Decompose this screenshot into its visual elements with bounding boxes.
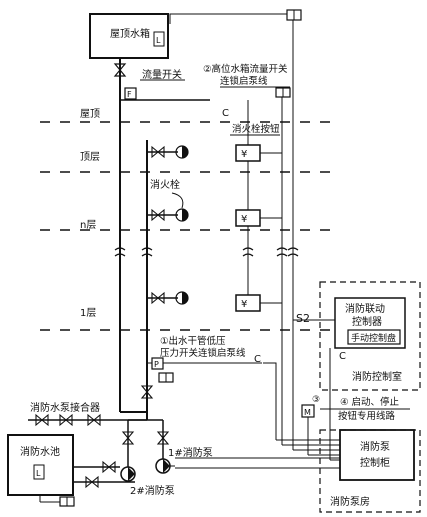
svg-text:¥: ¥ <box>241 299 247 310</box>
note2-line1: ②高位水箱流量开关 <box>203 63 288 75</box>
main-riser-pipes <box>119 58 210 420</box>
note-2: ②高位水箱流量开关 连锁启泵线 C <box>203 63 291 119</box>
m-symbol: M <box>304 408 311 417</box>
hydrant-box-top: ¥ <box>235 144 261 162</box>
note1-line2: 压力开关连锁启泵线 <box>160 347 246 359</box>
note-1: ①出水干管低压 压力开关连锁启泵线 P C <box>147 335 277 430</box>
tank-level-symbol: L <box>156 36 161 45</box>
pump-assembly: 1#消防泵 2#消防泵 <box>73 419 213 497</box>
flow-switch-symbol: F <box>127 90 132 99</box>
hydrant-box-1: ¥ <box>235 294 261 312</box>
flow-switch-label: 流量开关 <box>142 68 182 81</box>
note2-line2: 连锁启泵线 <box>220 75 268 87</box>
flow-switch: F 流量开关 <box>124 68 185 100</box>
linkage-controller-line1: 消防联动 <box>345 302 385 315</box>
roof-label: 屋顶 <box>80 108 100 120</box>
s2-label: S2 <box>296 312 310 325</box>
tank-outlet-valve <box>113 63 127 77</box>
pump1-label: 1#消防泵 <box>168 446 213 459</box>
svg-text:¥: ¥ <box>241 149 247 160</box>
hydrant-1 <box>147 291 189 305</box>
pump-cabinet-line2: 控制柜 <box>360 456 390 469</box>
n-floor-label: n层 <box>80 219 96 231</box>
control-room-label: 消防控制室 <box>352 370 402 383</box>
button-line-label: 按钮专用线路 <box>338 410 396 422</box>
hydrant-label: 消火栓 <box>150 178 180 191</box>
fire-pool: 消防水池 L <box>7 434 75 507</box>
top-floor-label: 顶层 <box>80 151 100 163</box>
cabinet-lines <box>175 430 340 469</box>
pump-cabinet-line1: 消防泵 <box>360 440 390 453</box>
first-floor-label: 1层 <box>80 307 96 319</box>
pool-label: 消防水池 <box>20 445 60 458</box>
pump2-label: 2#消防泵 <box>130 484 175 497</box>
terminal-box-top <box>169 9 302 24</box>
main-valve <box>140 385 154 399</box>
pump-connector-label: 消防水泵接合器 <box>30 401 100 414</box>
note4-label: ④ 启动、停止 <box>340 396 400 408</box>
pipe-break-marks <box>114 247 299 257</box>
linkage-controller-line2: 控制器 <box>352 315 382 328</box>
c-symbol-top: C <box>222 108 229 119</box>
note1-line1: ①出水干管低压 <box>160 335 226 347</box>
hydrant-top <box>147 145 189 159</box>
signal-lines <box>247 20 294 430</box>
fire-control-room: 消防联动 控制器 手动控制盘 C 消防控制室 <box>293 281 421 391</box>
hydrant-button-label: 消火栓按钮 <box>232 123 280 135</box>
c-symbol-mid: C <box>254 354 261 365</box>
hydrant-box-n: ¥ <box>235 209 261 227</box>
roof-water-tank: 屋顶水箱 L <box>89 13 169 59</box>
hydrant-n: 消火栓 <box>147 178 189 222</box>
note3-label: ③ <box>312 395 320 405</box>
svg-text:¥: ¥ <box>241 214 247 225</box>
roof-tank-label: 屋顶水箱 <box>110 27 150 40</box>
pump-room: 消防泵 控制柜 消防泵房 <box>319 429 421 513</box>
c-symbol-room: C <box>339 351 346 362</box>
pump-connector: 消防水泵接合器 <box>28 401 147 427</box>
pressure-switch-symbol: P <box>154 360 159 369</box>
manual-panel-label: 手动控制盘 <box>351 332 396 344</box>
pool-level-symbol: L <box>36 469 41 478</box>
pump-room-label: 消防泵房 <box>330 495 370 508</box>
